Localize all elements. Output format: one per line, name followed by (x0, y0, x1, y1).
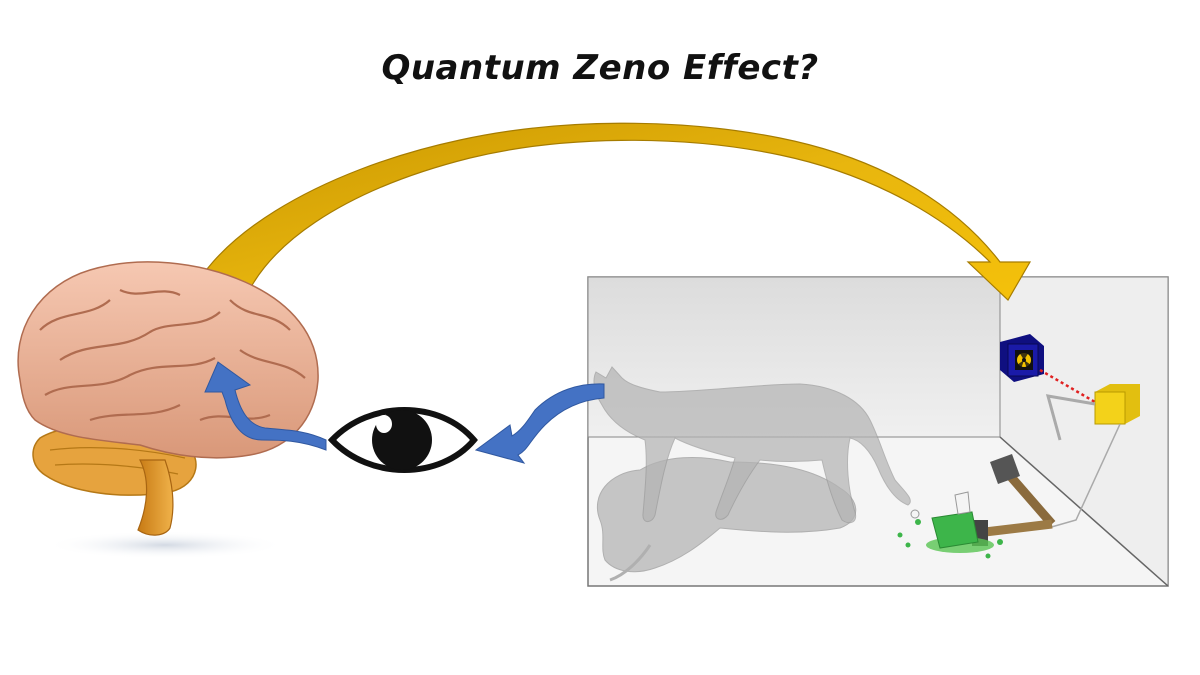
flask-icon (897, 491, 1003, 559)
eye-icon (327, 407, 478, 473)
cat-alive-icon (593, 366, 911, 524)
feedback-arrow (181, 122, 1032, 321)
eye-to-brain-arrow (204, 361, 327, 451)
cat-box (587, 276, 1169, 588)
emission-line (1039, 368, 1096, 404)
page-title: Quantum Zeno Effect? (381, 48, 819, 88)
detector-icon (1045, 384, 1140, 529)
radioactive-icon (1000, 334, 1044, 382)
brain-icon (17, 261, 319, 559)
cat-to-eye-arrow (474, 383, 605, 464)
